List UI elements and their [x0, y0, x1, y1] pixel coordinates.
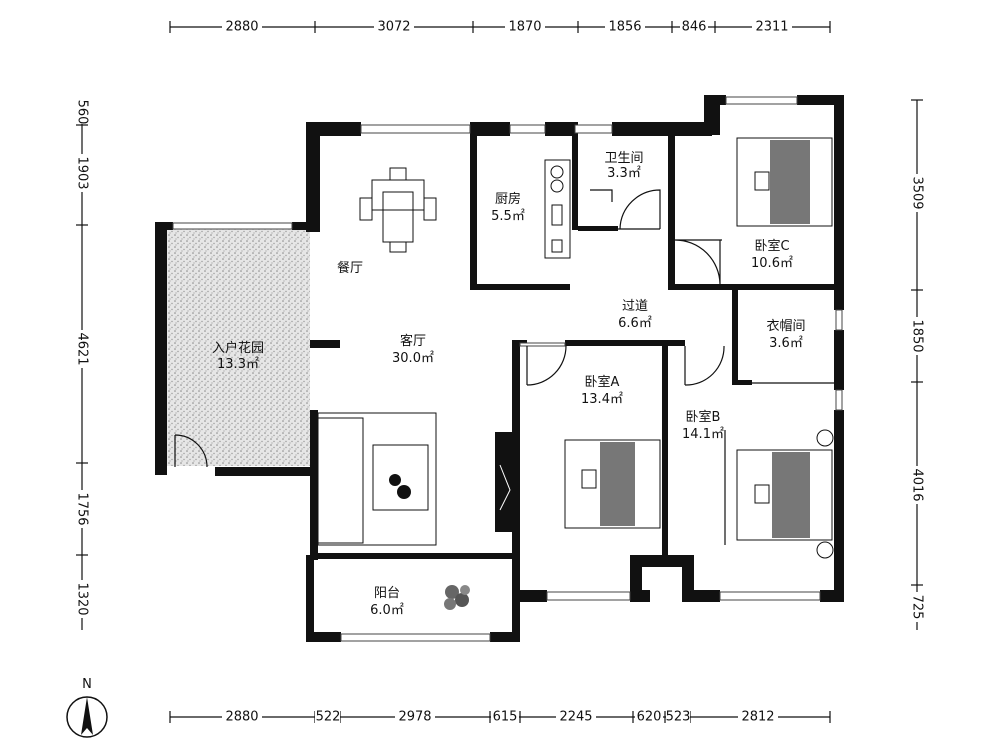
doors — [174, 189, 834, 468]
dim-label: 725 — [910, 595, 925, 620]
dim-label: 2880 — [225, 20, 258, 35]
dim-label: 4016 — [910, 468, 925, 501]
room-area-closet: 3.6㎡ — [769, 336, 803, 351]
dim-label: 2311 — [755, 20, 788, 35]
dim-label: 560 — [75, 100, 90, 125]
room-name-bedroom-a: 卧室A — [585, 374, 620, 390]
dining-table-icon — [359, 167, 437, 253]
tv-cabinet-icon — [497, 455, 512, 515]
dim-label: 523 — [666, 710, 691, 725]
stove-icon — [544, 159, 571, 259]
dim-label: 615 — [493, 710, 518, 725]
room-area-garden: 13.3㎡ — [217, 357, 259, 372]
dim-label: 3072 — [377, 20, 410, 35]
room-area-living: 30.0㎡ — [392, 351, 434, 366]
room-name-balcony: 阳台 — [374, 586, 400, 601]
room-labels: 入户花园 13.3㎡ 餐厅 客厅 30.0㎡ 厨房 5.5㎡ 卫生间 3.3㎡ … — [212, 151, 806, 618]
dim-label: 1320 — [75, 582, 90, 615]
room-name-dining: 餐厅 — [337, 260, 363, 276]
dimension-right: 3509 1850 4016 725 — [909, 99, 925, 630]
room-name-garden: 入户花园 — [212, 340, 264, 356]
dim-label: 2880 — [225, 710, 258, 725]
dim-label: 522 — [316, 710, 341, 725]
room-name-bedroom-b: 卧室B — [686, 409, 721, 425]
room-name-kitchen: 厨房 — [495, 191, 521, 207]
bed-icon — [564, 137, 834, 559]
north-compass-icon: N — [66, 677, 108, 738]
garden-floor — [165, 228, 310, 466]
room-name-bedroom-c: 卧室C — [754, 238, 789, 254]
dimension-top: 2880 3072 1870 1856 846 2311 — [169, 19, 831, 35]
room-area-kitchen: 5.5㎡ — [491, 209, 525, 224]
room-name-closet: 衣帽间 — [766, 318, 805, 334]
toilet-icon — [590, 189, 613, 202]
sofa-icon — [317, 412, 437, 546]
dim-label: 620 — [637, 710, 662, 725]
room-area-bathroom: 3.3㎡ — [607, 166, 641, 181]
dimension-bottom: 2880 522 2978 615 2245 620 523 2812 — [169, 709, 831, 725]
room-name-corridor: 过道 — [622, 299, 648, 314]
room-area-bedroom-b: 14.1㎡ — [682, 427, 724, 442]
room-name-living: 客厅 — [400, 333, 426, 349]
compass-label: N — [82, 677, 92, 692]
room-area-corridor: 6.6㎡ — [618, 316, 652, 331]
dim-label: 1903 — [75, 156, 90, 189]
plant-icon — [444, 585, 470, 610]
dimension-left: 560 1903 4621 1756 1320 — [74, 98, 90, 630]
room-name-bathroom: 卫生间 — [604, 151, 643, 166]
dim-label: 4621 — [75, 332, 90, 365]
windows — [172, 96, 843, 642]
room-area-bedroom-c: 10.6㎡ — [751, 256, 793, 271]
dim-label: 1856 — [608, 20, 641, 35]
dim-label: 1870 — [508, 20, 541, 35]
dim-label: 3509 — [910, 176, 925, 209]
dim-label: 2245 — [559, 710, 592, 725]
dim-label: 2978 — [398, 710, 431, 725]
dim-label: 846 — [682, 20, 707, 35]
room-area-balcony: 6.0㎡ — [370, 603, 404, 618]
room-area-bedroom-a: 13.4㎡ — [581, 392, 623, 407]
dim-label: 1756 — [75, 492, 90, 525]
dim-label: 2812 — [741, 710, 774, 725]
dim-label: 1850 — [910, 319, 925, 352]
